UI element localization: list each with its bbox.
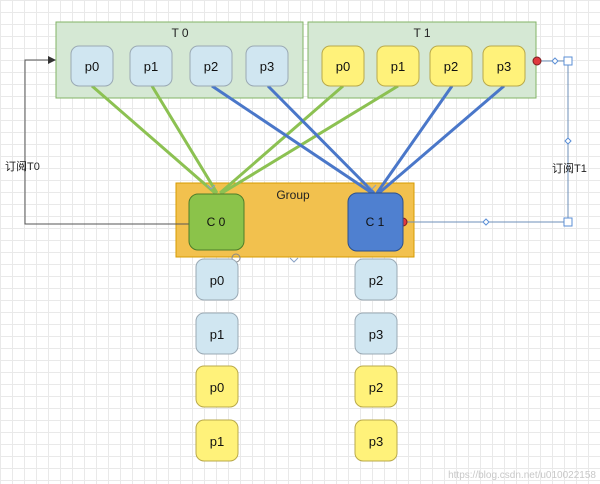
partition-t1-p3[interactable]: p3 <box>482 45 526 87</box>
svg-text:p1: p1 <box>391 59 405 74</box>
c1-assigned-t1-p2[interactable]: p2 <box>354 365 398 408</box>
svg-text:p0: p0 <box>210 273 224 288</box>
c0-assigned-partitions: p0 p1 p0 p1 <box>195 258 239 462</box>
t1-partitions: p0 p1 p2 p3 <box>321 45 526 87</box>
c1-assigned-t1-p3[interactable]: p3 <box>354 419 398 462</box>
edge-t0p1-c0 <box>150 85 219 194</box>
svg-text:p2: p2 <box>369 273 383 288</box>
svg-text:p0: p0 <box>210 380 224 395</box>
edge-t1p2-c1 <box>375 85 454 194</box>
c1-assigned-partitions: p2 p3 p2 p3 <box>354 258 398 462</box>
consumer-c0-label: C 0 <box>207 215 226 229</box>
partition-t0-p3[interactable]: p3 <box>245 45 289 87</box>
watermark: https://blog.csdn.net/u010022158 <box>448 470 596 481</box>
edge-t1p0-c0 <box>219 84 344 195</box>
edge-t0p2-c1 <box>211 84 373 195</box>
svg-text:p1: p1 <box>210 434 224 449</box>
svg-text:p2: p2 <box>444 59 458 74</box>
subscribe-t0-label: 订阅T0 <box>5 160 40 173</box>
c1-assigned-t0-p2[interactable]: p2 <box>354 258 398 301</box>
consumer-c1[interactable]: C 1 <box>347 192 404 252</box>
topic-t1-label: T 1 <box>413 26 430 40</box>
svg-text:p2: p2 <box>369 380 383 395</box>
partition-t1-p1[interactable]: p1 <box>376 45 420 87</box>
partition-t0-p0[interactable]: p0 <box>70 45 114 87</box>
edges-t0-to-c0 <box>91 84 219 195</box>
c1-assigned-t0-p3[interactable]: p3 <box>354 312 398 355</box>
partition-t1-p2[interactable]: p2 <box>429 45 473 87</box>
svg-text:p0: p0 <box>85 59 99 74</box>
partition-t0-p2[interactable]: p2 <box>189 45 233 87</box>
svg-text:p3: p3 <box>497 59 511 74</box>
svg-text:p1: p1 <box>144 59 158 74</box>
c0-assigned-t1-p1[interactable]: p1 <box>195 419 239 462</box>
topic-t0-label: T 0 <box>171 26 188 40</box>
partition-t0-p1[interactable]: p1 <box>129 45 173 87</box>
partition-t1-p0[interactable]: p0 <box>321 45 365 87</box>
svg-text:p3: p3 <box>369 327 383 342</box>
edge-t0p3-c1 <box>266 84 376 195</box>
edge-t1p3-c1 <box>378 84 505 195</box>
svg-text:p3: p3 <box>369 434 383 449</box>
svg-text:p2: p2 <box>204 59 218 74</box>
c0-assigned-t0-p0[interactable]: p0 <box>195 258 239 301</box>
consumer-c0[interactable]: C 0 <box>188 193 245 251</box>
svg-text:p1: p1 <box>210 327 224 342</box>
arrowhead-markers <box>206 184 377 263</box>
svg-text:p3: p3 <box>260 59 274 74</box>
edge-t0p0-c0 <box>91 84 216 195</box>
c0-assigned-t0-p1[interactable]: p1 <box>195 312 239 355</box>
edges-t1-to-c0 <box>219 84 399 195</box>
edge-t1p1-c0 <box>221 84 399 195</box>
t0-partitions: p0 p1 p2 p3 <box>70 45 289 87</box>
svg-text:p0: p0 <box>336 59 350 74</box>
edges-to-c1 <box>211 84 505 195</box>
group-label: Group <box>276 188 310 202</box>
c0-assigned-t1-p0[interactable]: p0 <box>195 365 239 408</box>
subscribe-t0-line <box>24 56 190 225</box>
subscribe-t1-label: 订阅T1 <box>552 162 587 175</box>
consumer-c1-label: C 1 <box>366 215 385 229</box>
